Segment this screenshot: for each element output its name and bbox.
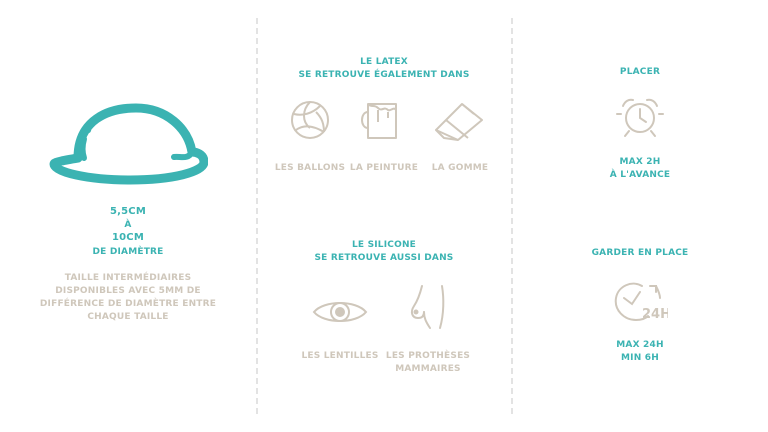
column-divider-right (511, 18, 513, 414)
size-note-line1: Taille intermédiaires (64, 273, 192, 283)
24h-clock-icon: 24H (612, 278, 668, 322)
size-unit: de diamètre (92, 247, 164, 257)
size-min: 5,5cm (109, 206, 146, 217)
latex-item-gomme: La gomme (431, 163, 489, 173)
placer-detail-line1: Max 2h (619, 157, 661, 167)
silicone-item-protheses-line1: Les prothèses (385, 351, 471, 361)
silicone-item-protheses-line2: mammaires (395, 364, 461, 374)
silicone-item-lentilles: Les lentilles (301, 351, 379, 361)
size-note-line3: différence de diamètre entre (39, 299, 217, 309)
silicone-heading-line1: Le silicone (351, 240, 417, 250)
size-max: 10cm (111, 232, 144, 243)
garder-detail-line1: Max 24h (616, 340, 664, 350)
silicone-heading-line2: se retrouve aussi dans (314, 253, 454, 263)
size-connector: à (124, 220, 132, 230)
diaphragm-cup-icon (48, 100, 208, 188)
garder-detail-line2: min 6h (621, 353, 659, 363)
latex-item-peinture: La peinture (349, 163, 419, 173)
placer-detail-line2: à l'avance (609, 170, 671, 180)
size-note-line4: chaque taille (87, 312, 169, 322)
breast-profile-icon (404, 284, 450, 330)
garder-heading: Garder en place (591, 248, 689, 258)
eraser-icon (432, 98, 486, 142)
latex-heading-line1: Le latex (360, 57, 408, 67)
latex-heading-line2: se retrouve également dans (298, 70, 470, 80)
size-note-line2: disponibles avec 5mm de (55, 286, 201, 296)
eye-icon (312, 296, 368, 328)
ball-icon (290, 100, 330, 140)
column-divider-left (256, 18, 258, 414)
alarm-clock-icon (615, 96, 665, 138)
latex-item-ballons: Les ballons (274, 163, 346, 173)
placer-heading: Placer (619, 67, 661, 77)
paint-can-icon (360, 98, 404, 142)
24h-label: 24H (642, 307, 668, 322)
